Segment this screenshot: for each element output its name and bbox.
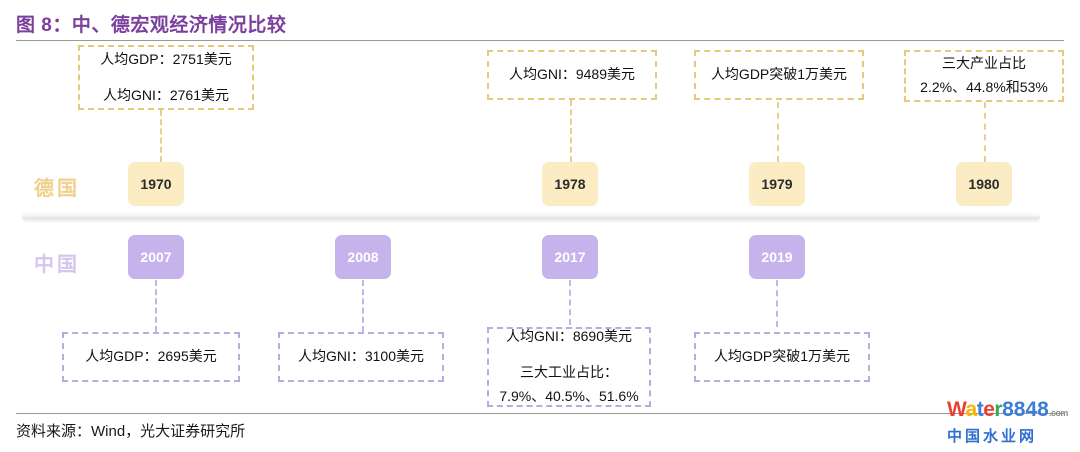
connector-china-2008 — [362, 280, 364, 332]
connector-china-2017 — [569, 280, 571, 325]
year-node-2019[interactable]: 2019 — [749, 235, 805, 279]
callout-germany-1970: 人均GDP：2751美元 人均GNI：2761美元 — [78, 45, 254, 110]
callout-line: 人均GNI：8690美元 — [505, 328, 633, 345]
connector-china-2019 — [776, 280, 778, 327]
connector-germany-1970 — [160, 110, 162, 162]
callout-line: 人均GDP突破1万美元 — [713, 348, 851, 365]
connector-germany-1978 — [570, 100, 572, 162]
callout-china-2007: 人均GDP：2695美元 — [62, 332, 240, 382]
figure-title: 图 8：中、德宏观经济情况比较 — [16, 15, 287, 36]
year-node-1978[interactable]: 1978 — [542, 162, 598, 206]
year-node-2007[interactable]: 2007 — [128, 235, 184, 279]
callout-line: 7.9%、40.5%、51.6% — [499, 387, 639, 404]
watermark-letter-r: r — [994, 398, 1003, 421]
callout-line: 人均GNI：3100美元 — [297, 348, 425, 365]
year-node-2008[interactable]: 2008 — [335, 235, 391, 279]
callout-line: 人均GNI：2761美元 — [102, 86, 230, 103]
callout-germany-1979: 人均GDP突破1万美元 — [694, 50, 864, 100]
connector-germany-1980 — [984, 102, 986, 162]
connector-china-2007 — [155, 280, 157, 332]
connector-germany-1979 — [777, 102, 779, 162]
year-node-1980[interactable]: 1980 — [956, 162, 1012, 206]
callout-line: 人均GDP：2695美元 — [85, 348, 217, 365]
footer-divider — [16, 413, 1064, 414]
watermark-subtitle: 中国水业网 — [947, 428, 1038, 445]
watermark-number: 8848 — [1002, 398, 1049, 421]
callout-germany-1978: 人均GNI：9489美元 — [487, 50, 657, 100]
callout-line: 三大产业占比 — [942, 55, 1026, 72]
watermark-letter-e: e — [983, 398, 995, 421]
watermark-logo: Water8848.com 中国水业网 — [947, 399, 1069, 446]
year-node-1970[interactable]: 1970 — [128, 162, 184, 206]
callout-line: 三大工业占比： — [520, 364, 618, 381]
callout-germany-1980: 三大产业占比 2.2%、44.8%和53% — [904, 50, 1064, 102]
callout-line: 人均GDP：2751美元 — [100, 50, 232, 67]
callout-china-2008: 人均GNI：3100美元 — [278, 332, 444, 382]
row-label-china: 中国 — [34, 254, 80, 276]
watermark-wordmark: Water8848.com — [947, 399, 1069, 424]
title-divider — [16, 40, 1064, 41]
callout-line: 2.2%、44.8%和53% — [920, 79, 1048, 95]
callout-line: 人均GNI：9489美元 — [508, 66, 636, 83]
callout-china-2019: 人均GDP突破1万美元 — [694, 332, 870, 382]
timeline-axis-bar — [22, 212, 1040, 221]
watermark-letter-w: W — [947, 398, 966, 421]
year-node-1979[interactable]: 1979 — [749, 162, 805, 206]
callout-line: 人均GDP突破1万美元 — [710, 66, 848, 83]
watermark-letter-t: t — [976, 398, 984, 421]
year-node-2017[interactable]: 2017 — [542, 235, 598, 279]
callout-china-2017: 人均GNI：8690美元 三大工业占比： 7.9%、40.5%、51.6% — [487, 327, 651, 407]
figure-source: 资料来源：Wind，光大证券研究所 — [16, 423, 246, 440]
watermark-suffix: .com — [1048, 408, 1069, 418]
row-label-germany: 德国 — [34, 178, 80, 200]
watermark-letter-a: a — [965, 398, 978, 421]
